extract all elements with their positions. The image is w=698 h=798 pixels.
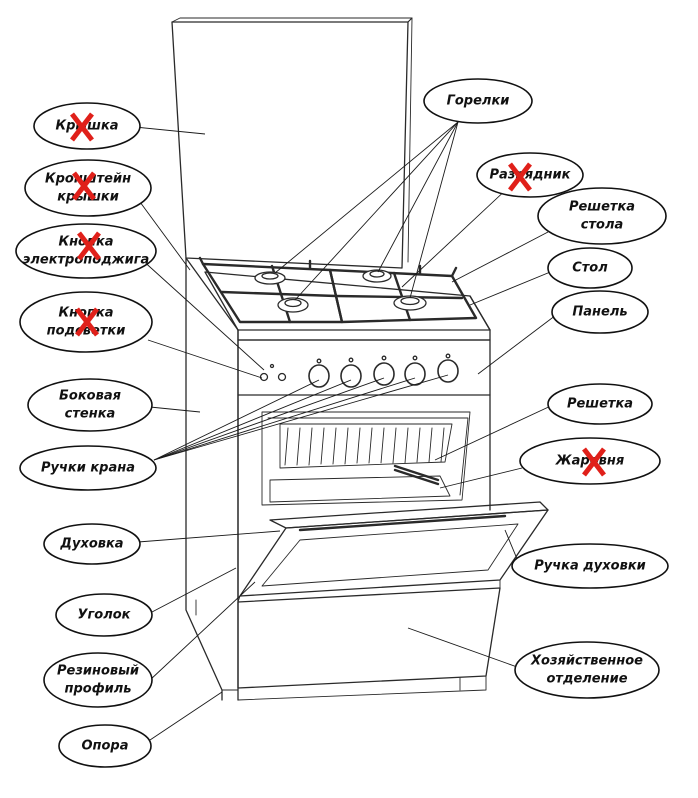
cooktop [204,271,491,341]
callout-panel: Панель [551,290,649,334]
callout-label: стола [581,218,623,233]
grates [198,256,478,324]
callout-label: Решетка [569,200,635,215]
callout-label: Горелки [447,94,510,109]
callout-label: Ручка духовки [534,559,646,574]
callout-label: Духовка [59,537,123,552]
callout-ugolok: Уголок [55,593,153,637]
leader-lines [134,121,561,741]
callout-razryadnik: Разрядник [476,152,584,198]
callout-label: Резиновый [57,664,139,679]
side-wall [185,257,239,701]
callout-label: Кнопка [58,306,113,321]
callout-ruchki-krana: Ручки крана [19,445,157,491]
callout-label: Хозяйственное [530,654,643,669]
oven-body [237,394,491,601]
lid [171,17,413,269]
callout-label: крышки [57,190,119,205]
callout-label: Стол [572,261,608,276]
callout-label: стенка [65,407,116,422]
callout-kryshka: Крышка [33,102,141,150]
cross-mark-icon [72,171,96,201]
callout-label: Крышка [55,119,118,134]
callout-ruchka-duhovki: Ручка духовки [511,543,669,589]
callout-gorelki: Горелки [423,78,533,124]
oven-door [237,501,549,603]
callout-label: Опора [81,739,128,754]
callout-label: отделение [546,672,627,687]
callout-label: электроподжига [23,253,150,268]
cross-mark-icon [70,112,94,142]
callout-duhovka: Духовка [43,523,141,565]
cross-mark-icon [582,447,606,477]
callout-zharovnya: Жаровня [519,437,661,485]
storage-compartment [237,587,501,701]
callout-label: Панель [572,305,627,320]
cross-mark-icon [77,231,101,261]
callout-rezinovyi: Резиновый профиль [43,652,153,708]
callout-opora: Опора [58,724,152,768]
callout-bokovaya: Боковая стенка [27,378,153,432]
callout-label: Жаровня [555,454,624,469]
cross-mark-icon [75,307,99,337]
callout-label: профиль [65,682,132,697]
callout-label: Разрядник [490,168,572,183]
callout-hoz-otdelenie: Хозяйственное отделение [514,641,660,699]
gas-stove-drawing [171,17,549,701]
cross-mark-icon [508,162,532,192]
callout-reshetka: Решетка [547,383,653,425]
cross-marks [70,112,606,477]
callouts: Крышка Кронштейн крышки Кнопка электропо… [15,78,669,768]
callout-label: Боковая [59,389,121,404]
callout-stol: Стол [547,247,633,289]
callout-label: Решетка [567,397,633,412]
callout-label: Уголок [77,608,131,623]
callout-reshetka-stola: Решетка стола [537,187,667,245]
control-panel [237,339,491,396]
callout-label: Ручки крана [41,461,135,476]
callout-label: подсветки [47,324,126,339]
